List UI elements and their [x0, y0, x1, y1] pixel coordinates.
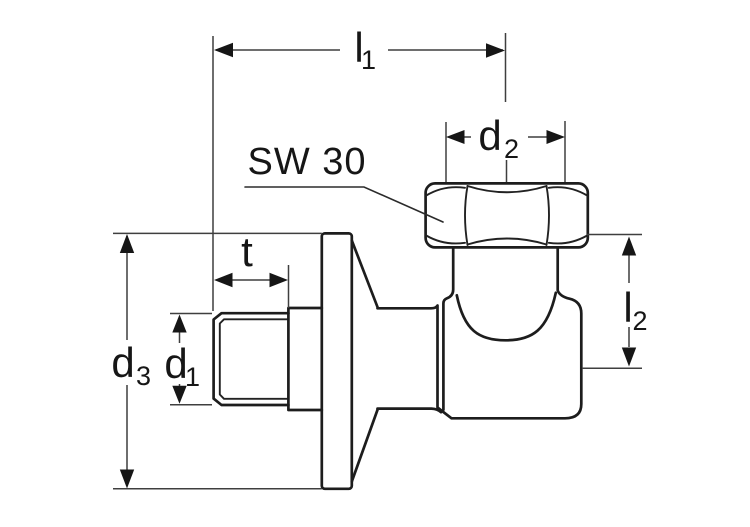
dim-label-d3: d3: [111, 339, 151, 391]
dim-label-l1: l1: [354, 24, 376, 75]
dim-label-d1: d1: [164, 340, 200, 392]
dimension-d1: d1: [164, 312, 212, 406]
d1-arrowhead-down: [172, 385, 187, 404]
t-arrowhead-right: [269, 272, 288, 288]
body-shoulder-line: [442, 246, 455, 412]
thread-spigot-outline: [212, 311, 290, 407]
dim-label-d2: d2: [478, 112, 519, 164]
flange-plate: [320, 232, 354, 491]
dimension-annotations: l1 d2 SW 30 t: [111, 24, 648, 490]
l2-arrowhead-up: [621, 236, 637, 256]
d2-arrowhead-left: [446, 130, 465, 144]
dimension-d2: d2: [445, 112, 566, 182]
l1-arrowhead-right: [486, 43, 505, 58]
d1-arrowhead-up: [172, 314, 187, 333]
t-arrowhead-left: [214, 272, 233, 288]
l2-arrowhead-down: [621, 347, 637, 367]
hex-nut-facet-edges: [464, 185, 550, 246]
note-sw30: SW 30: [244, 141, 444, 223]
inlet-neck-bottom: [376, 407, 443, 414]
spigot-hub: [287, 306, 324, 412]
valve-body-outline: [376, 246, 583, 420]
hex-nut-chamfer-arcs: [425, 185, 589, 246]
body-saddle-curve: [455, 291, 558, 342]
d3-arrowhead-up: [119, 234, 135, 253]
hex-nut-outline: [424, 182, 590, 249]
dimension-d3: d3: [111, 232, 322, 490]
l1-arrowhead-left: [214, 42, 233, 58]
dimension-l2: l2: [582, 233, 648, 369]
flange-cone: [350, 239, 380, 483]
valve-part-outline: [212, 182, 590, 491]
d3-arrowhead-down: [119, 469, 135, 489]
dimension-t: t: [214, 228, 290, 308]
dim-label-l2: l2: [623, 284, 647, 336]
dimension-l1: l1: [212, 24, 508, 311]
sw30-leader-line: [244, 186, 444, 223]
dim-label-t: t: [241, 228, 253, 275]
l1-extension-line-right: [504, 33, 508, 182]
thread-spigot-inner-line: [218, 318, 290, 400]
d2-arrowhead-right: [546, 130, 565, 144]
note-label-sw30: SW 30: [247, 141, 366, 183]
